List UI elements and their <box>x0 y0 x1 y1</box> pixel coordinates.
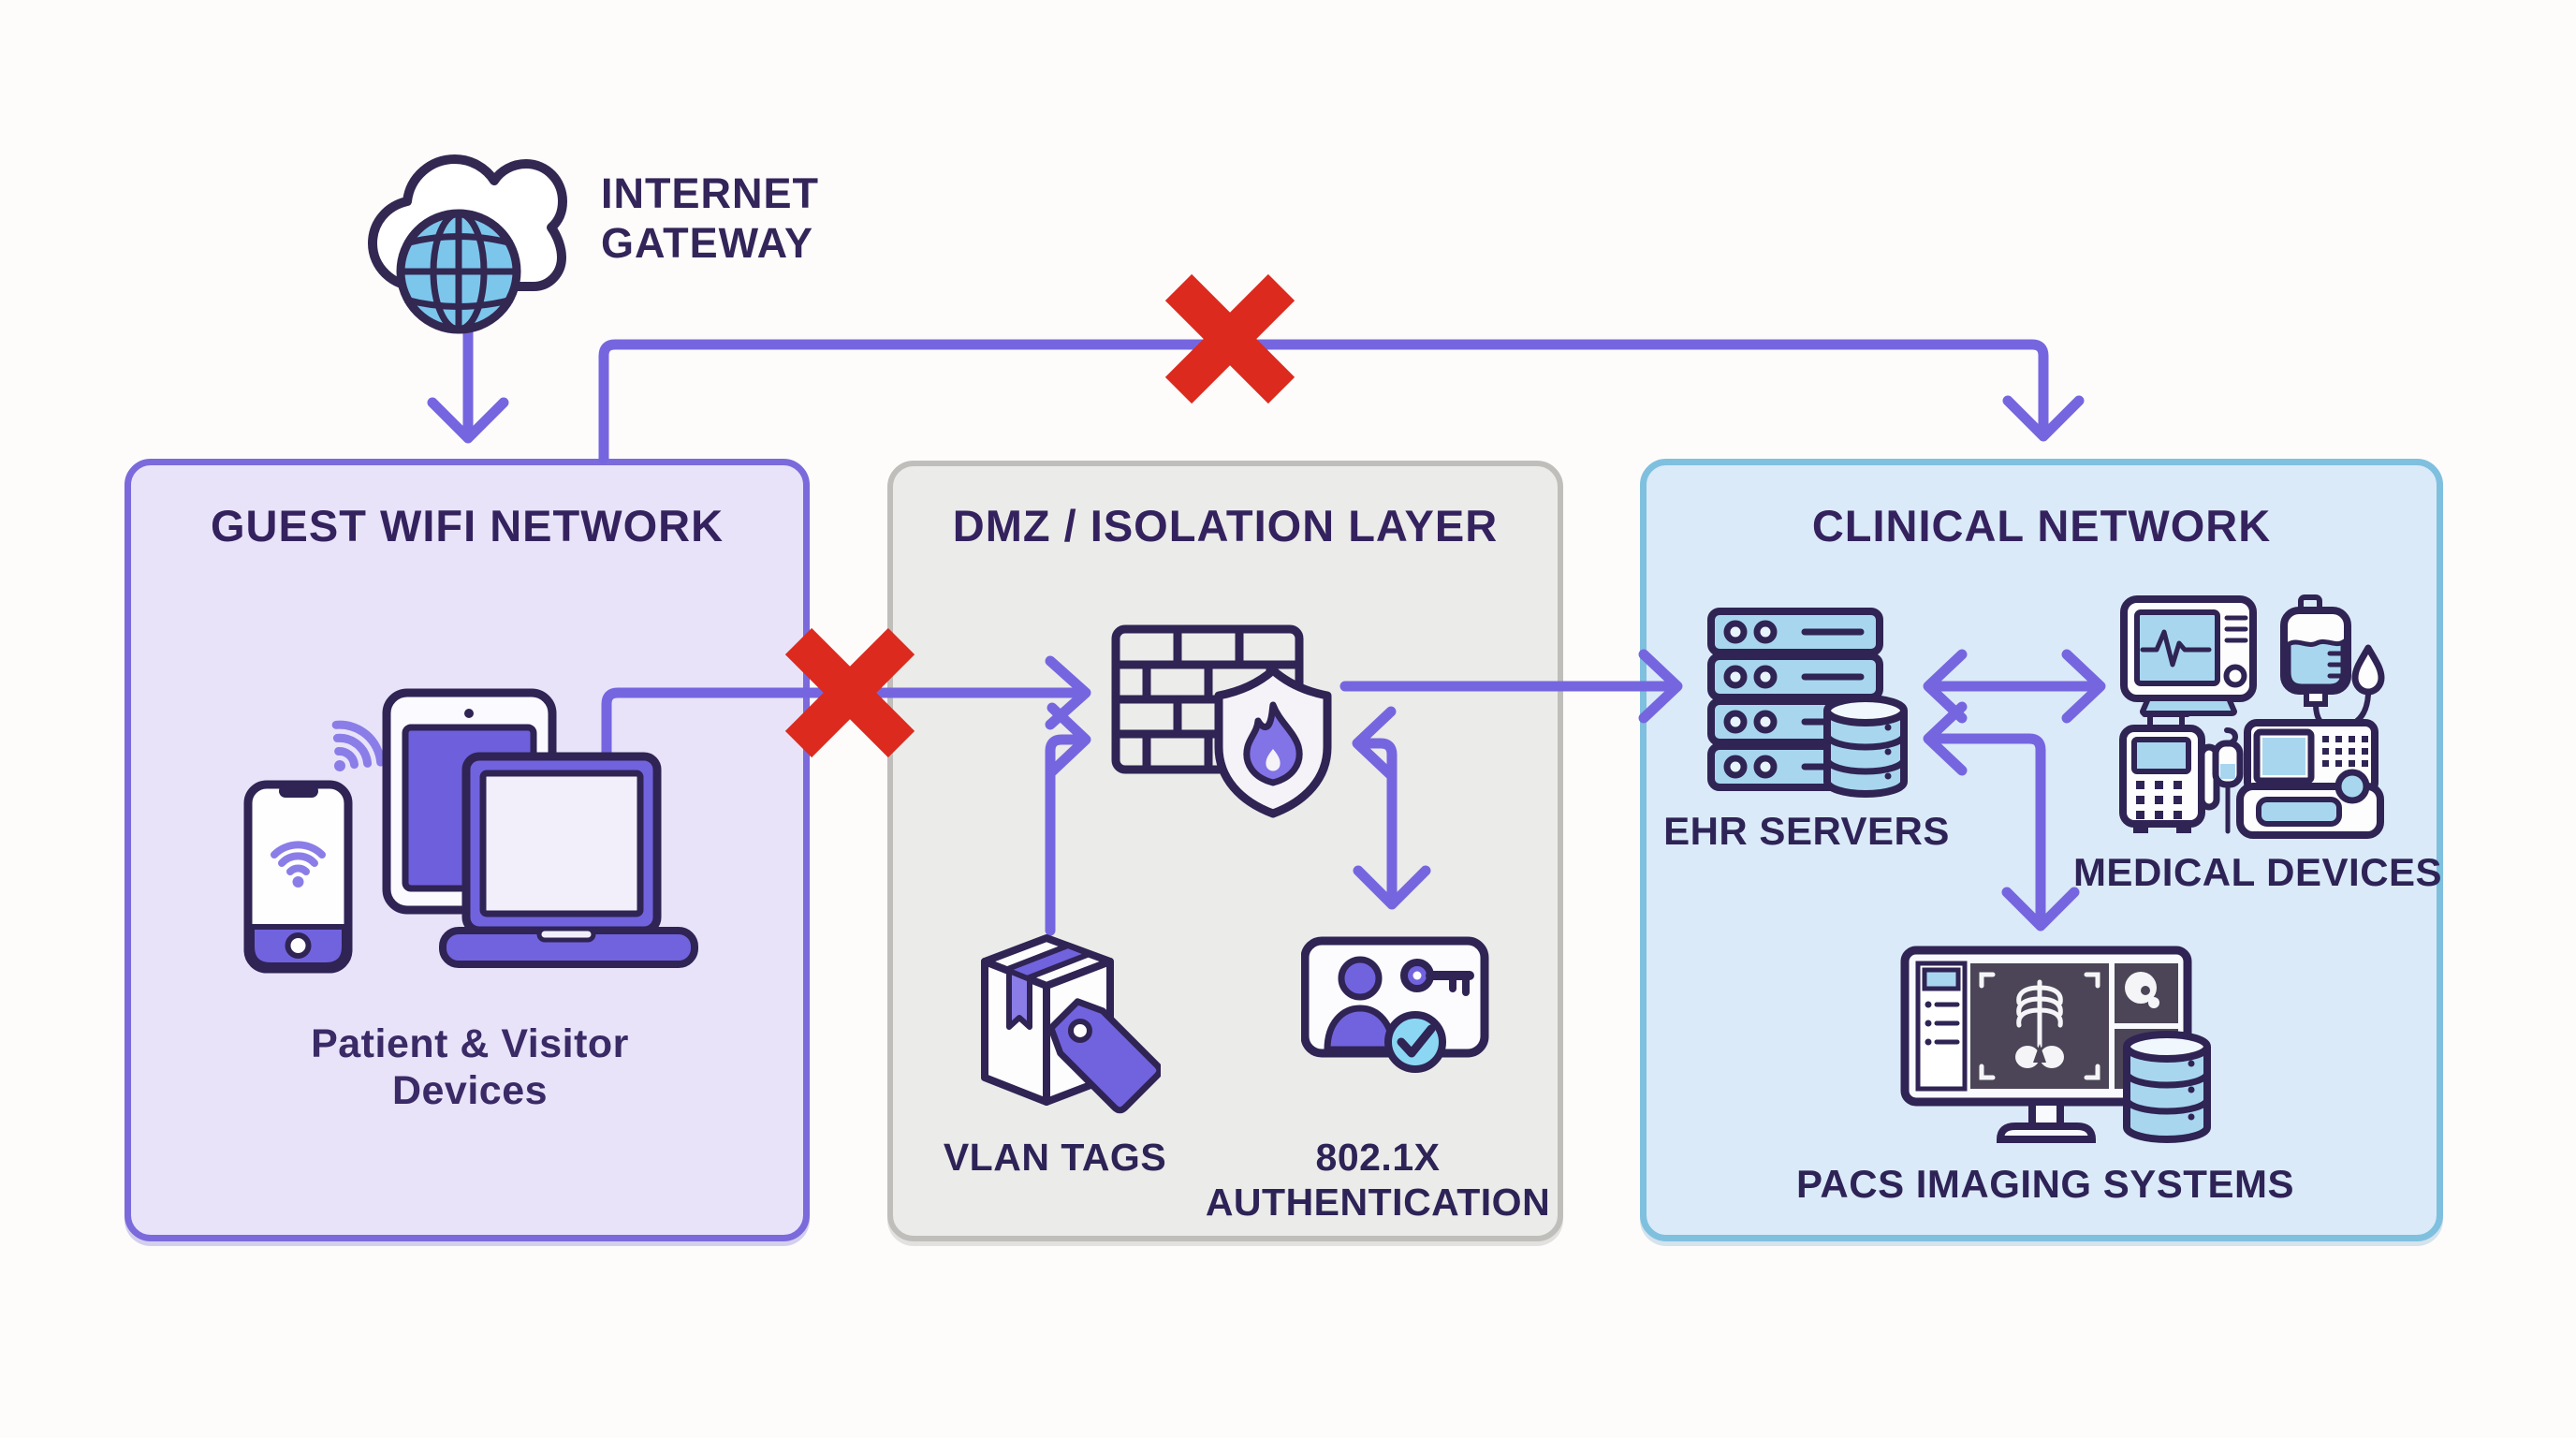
smartphone-icon <box>243 780 353 974</box>
firewall-icon <box>1111 624 1332 818</box>
dmz-title: DMZ / ISOLATION LAYER <box>952 501 1499 550</box>
xray-panel <box>1970 963 2109 1089</box>
blocked-x-top <box>1164 273 1295 404</box>
ehr-servers-icon <box>1707 608 1908 798</box>
laptop-icon <box>439 752 698 968</box>
internet-gateway-cloud-icon <box>368 154 567 334</box>
wifi-signal-icon <box>331 720 386 771</box>
blocked-x-guest-dmz <box>784 627 915 758</box>
check-badge-icon <box>1384 1011 1446 1073</box>
authentication-card-icon <box>1301 936 1489 1073</box>
arrow-internet-to-clinical <box>598 339 2049 464</box>
dmz-isolation-zone <box>887 461 1563 1241</box>
phone-wifi-icon <box>271 841 326 888</box>
tag-icon <box>1047 998 1161 1114</box>
iv-bag-icon <box>2280 594 2385 732</box>
terminal-machine-icon <box>2236 719 2384 839</box>
arrow-ehr-to-pacs <box>1928 733 2046 928</box>
pacs-imaging-label: PACS IMAGING SYSTEMS <box>1796 1162 2294 1206</box>
vlan-tags-label: VLAN TAGS <box>943 1136 1167 1179</box>
pacs-database-icon <box>2123 1031 2211 1143</box>
ehr-servers-label: EHR SERVERS <box>1663 809 1950 853</box>
infusion-pump-icon <box>2119 712 2220 833</box>
medical-devices-icon <box>2119 594 2385 839</box>
patient-monitor-icon <box>2120 595 2257 716</box>
arrow-guest-to-firewall <box>601 687 1082 792</box>
arrow-firewall-to-auth <box>1359 738 1398 904</box>
probe-sensor-icon <box>2212 727 2244 834</box>
globe-icon <box>396 209 521 334</box>
medical-devices-label: MEDICAL DEVICES <box>2072 850 2443 894</box>
arrow-vlan-to-firewall <box>1045 734 1082 936</box>
guest-network-title: GUEST WIFI NETWORK <box>210 501 724 550</box>
pacs-imaging-icon <box>1900 946 2211 1143</box>
database-cylinder-icon <box>1823 695 1908 798</box>
pacs-sidebar <box>1915 961 1968 1092</box>
key-icon <box>1400 959 1474 996</box>
patient-visitor-devices-icon <box>243 688 698 974</box>
clinical-network-title: CLINICAL NETWORK <box>1811 501 2272 550</box>
vlan-tags-icon <box>981 934 1161 1114</box>
shield-flame-icon <box>1214 666 1332 818</box>
